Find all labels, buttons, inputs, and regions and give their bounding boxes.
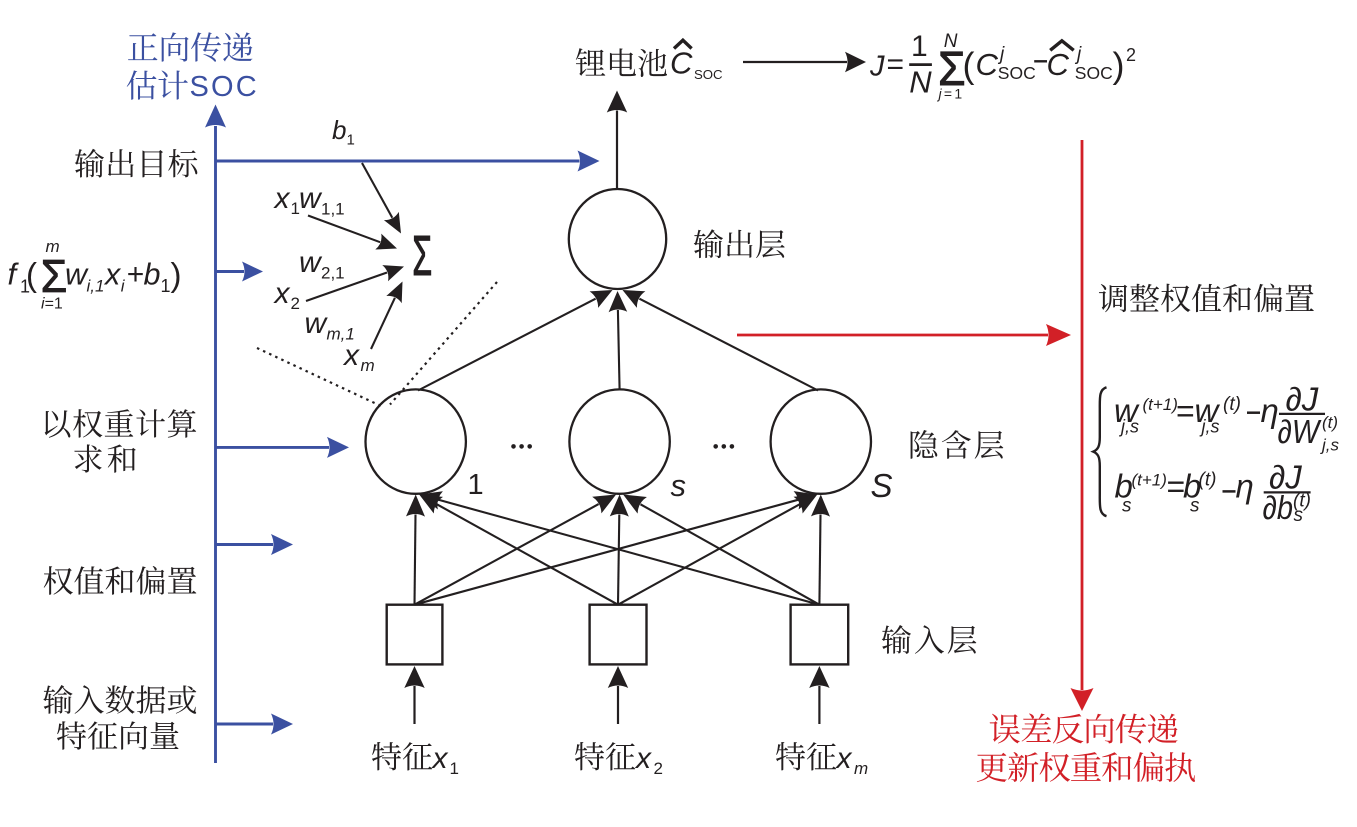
svg-text:Σ: Σ xyxy=(41,250,68,303)
svg-text:w: w xyxy=(299,246,323,279)
svg-text:x: x xyxy=(273,182,291,215)
svg-text:j: j xyxy=(997,44,1005,65)
svg-text:m,1: m,1 xyxy=(327,325,355,344)
svg-text:η: η xyxy=(1236,468,1254,505)
svg-text:1: 1 xyxy=(468,469,484,501)
svg-text:i: i xyxy=(121,277,126,296)
svg-text:(t): (t) xyxy=(1199,470,1217,491)
svg-text:SOC: SOC xyxy=(1075,63,1113,83)
svg-text:C: C xyxy=(1047,47,1070,82)
svg-text:1: 1 xyxy=(161,276,171,296)
svg-text:): ) xyxy=(1113,44,1125,85)
svg-text:1: 1 xyxy=(20,277,30,297)
svg-text:j: j xyxy=(1074,44,1082,65)
svg-text:2: 2 xyxy=(654,759,663,778)
svg-text:m: m xyxy=(361,356,375,375)
svg-text:C: C xyxy=(976,47,999,82)
svg-text:s: s xyxy=(1294,505,1304,526)
svg-text:s: s xyxy=(1190,496,1200,517)
svg-text:1: 1 xyxy=(347,132,355,149)
svg-text:(t): (t) xyxy=(1223,394,1241,415)
svg-text:2,1: 2,1 xyxy=(321,264,345,283)
svg-text:∂b: ∂b xyxy=(1263,489,1294,526)
svg-text:j,s: j,s xyxy=(1199,417,1220,437)
svg-text:): ) xyxy=(171,256,182,293)
svg-text:=: = xyxy=(1167,469,1186,505)
svg-text:b: b xyxy=(1115,468,1133,505)
svg-text:N: N xyxy=(909,65,932,100)
svg-text:+: + xyxy=(127,258,145,291)
svg-text:w: w xyxy=(305,307,329,340)
svg-text:1: 1 xyxy=(291,199,300,218)
svg-text:x: x xyxy=(835,742,853,775)
svg-text:2: 2 xyxy=(1126,45,1136,65)
svg-text:b: b xyxy=(1183,468,1201,505)
svg-text:N: N xyxy=(944,31,958,52)
svg-text:C: C xyxy=(670,45,693,80)
svg-text:b: b xyxy=(332,115,346,145)
svg-text:(t): (t) xyxy=(1322,413,1338,432)
svg-text:∂J: ∂J xyxy=(1286,381,1319,418)
svg-text:b: b xyxy=(144,258,161,292)
svg-text:i,1: i,1 xyxy=(87,277,105,296)
svg-text:(: ( xyxy=(963,44,975,85)
svg-text:SOC: SOC xyxy=(694,67,723,82)
svg-text:SOC: SOC xyxy=(998,63,1036,83)
svg-text:m: m xyxy=(46,237,60,256)
svg-text:1: 1 xyxy=(911,30,928,63)
svg-text:w: w xyxy=(1114,392,1140,429)
svg-text:f: f xyxy=(8,257,20,292)
svg-text:m: m xyxy=(854,759,868,778)
svg-text:x: x xyxy=(273,277,291,310)
svg-text:Σ: Σ xyxy=(412,223,432,287)
svg-text:1: 1 xyxy=(450,759,459,778)
svg-text:=: = xyxy=(887,48,905,81)
svg-text:x: x xyxy=(634,742,652,775)
svg-text:x: x xyxy=(103,258,122,292)
svg-text:x: x xyxy=(431,742,449,775)
svg-text:s: s xyxy=(1122,496,1132,517)
svg-text:(: ( xyxy=(26,256,37,293)
svg-text:∂W: ∂W xyxy=(1278,413,1322,450)
svg-text:w: w xyxy=(299,182,323,215)
svg-text:j=1: j=1 xyxy=(937,86,965,102)
svg-text:w: w xyxy=(65,258,89,292)
svg-text:j,s: j,s xyxy=(1320,436,1340,455)
svg-text:S: S xyxy=(871,467,893,504)
svg-text:(t+1): (t+1) xyxy=(1132,471,1167,490)
svg-text:x: x xyxy=(342,339,360,372)
svg-text:∂J: ∂J xyxy=(1269,458,1302,495)
svg-text:J: J xyxy=(869,51,885,83)
svg-text:(t+1): (t+1) xyxy=(1143,395,1178,414)
svg-text:1,1: 1,1 xyxy=(321,200,345,219)
svg-text:η: η xyxy=(1261,392,1279,429)
svg-text:SOC: SOC xyxy=(190,71,259,103)
svg-text:(t): (t) xyxy=(1293,491,1311,512)
svg-text:=: = xyxy=(1176,393,1195,429)
svg-text:2: 2 xyxy=(291,294,300,313)
svg-text:Σ: Σ xyxy=(938,41,966,95)
svg-text:w: w xyxy=(1195,392,1221,429)
svg-text:j,s: j,s xyxy=(1118,417,1139,437)
svg-text:s: s xyxy=(671,468,687,503)
svg-text:i=1: i=1 xyxy=(41,296,63,313)
